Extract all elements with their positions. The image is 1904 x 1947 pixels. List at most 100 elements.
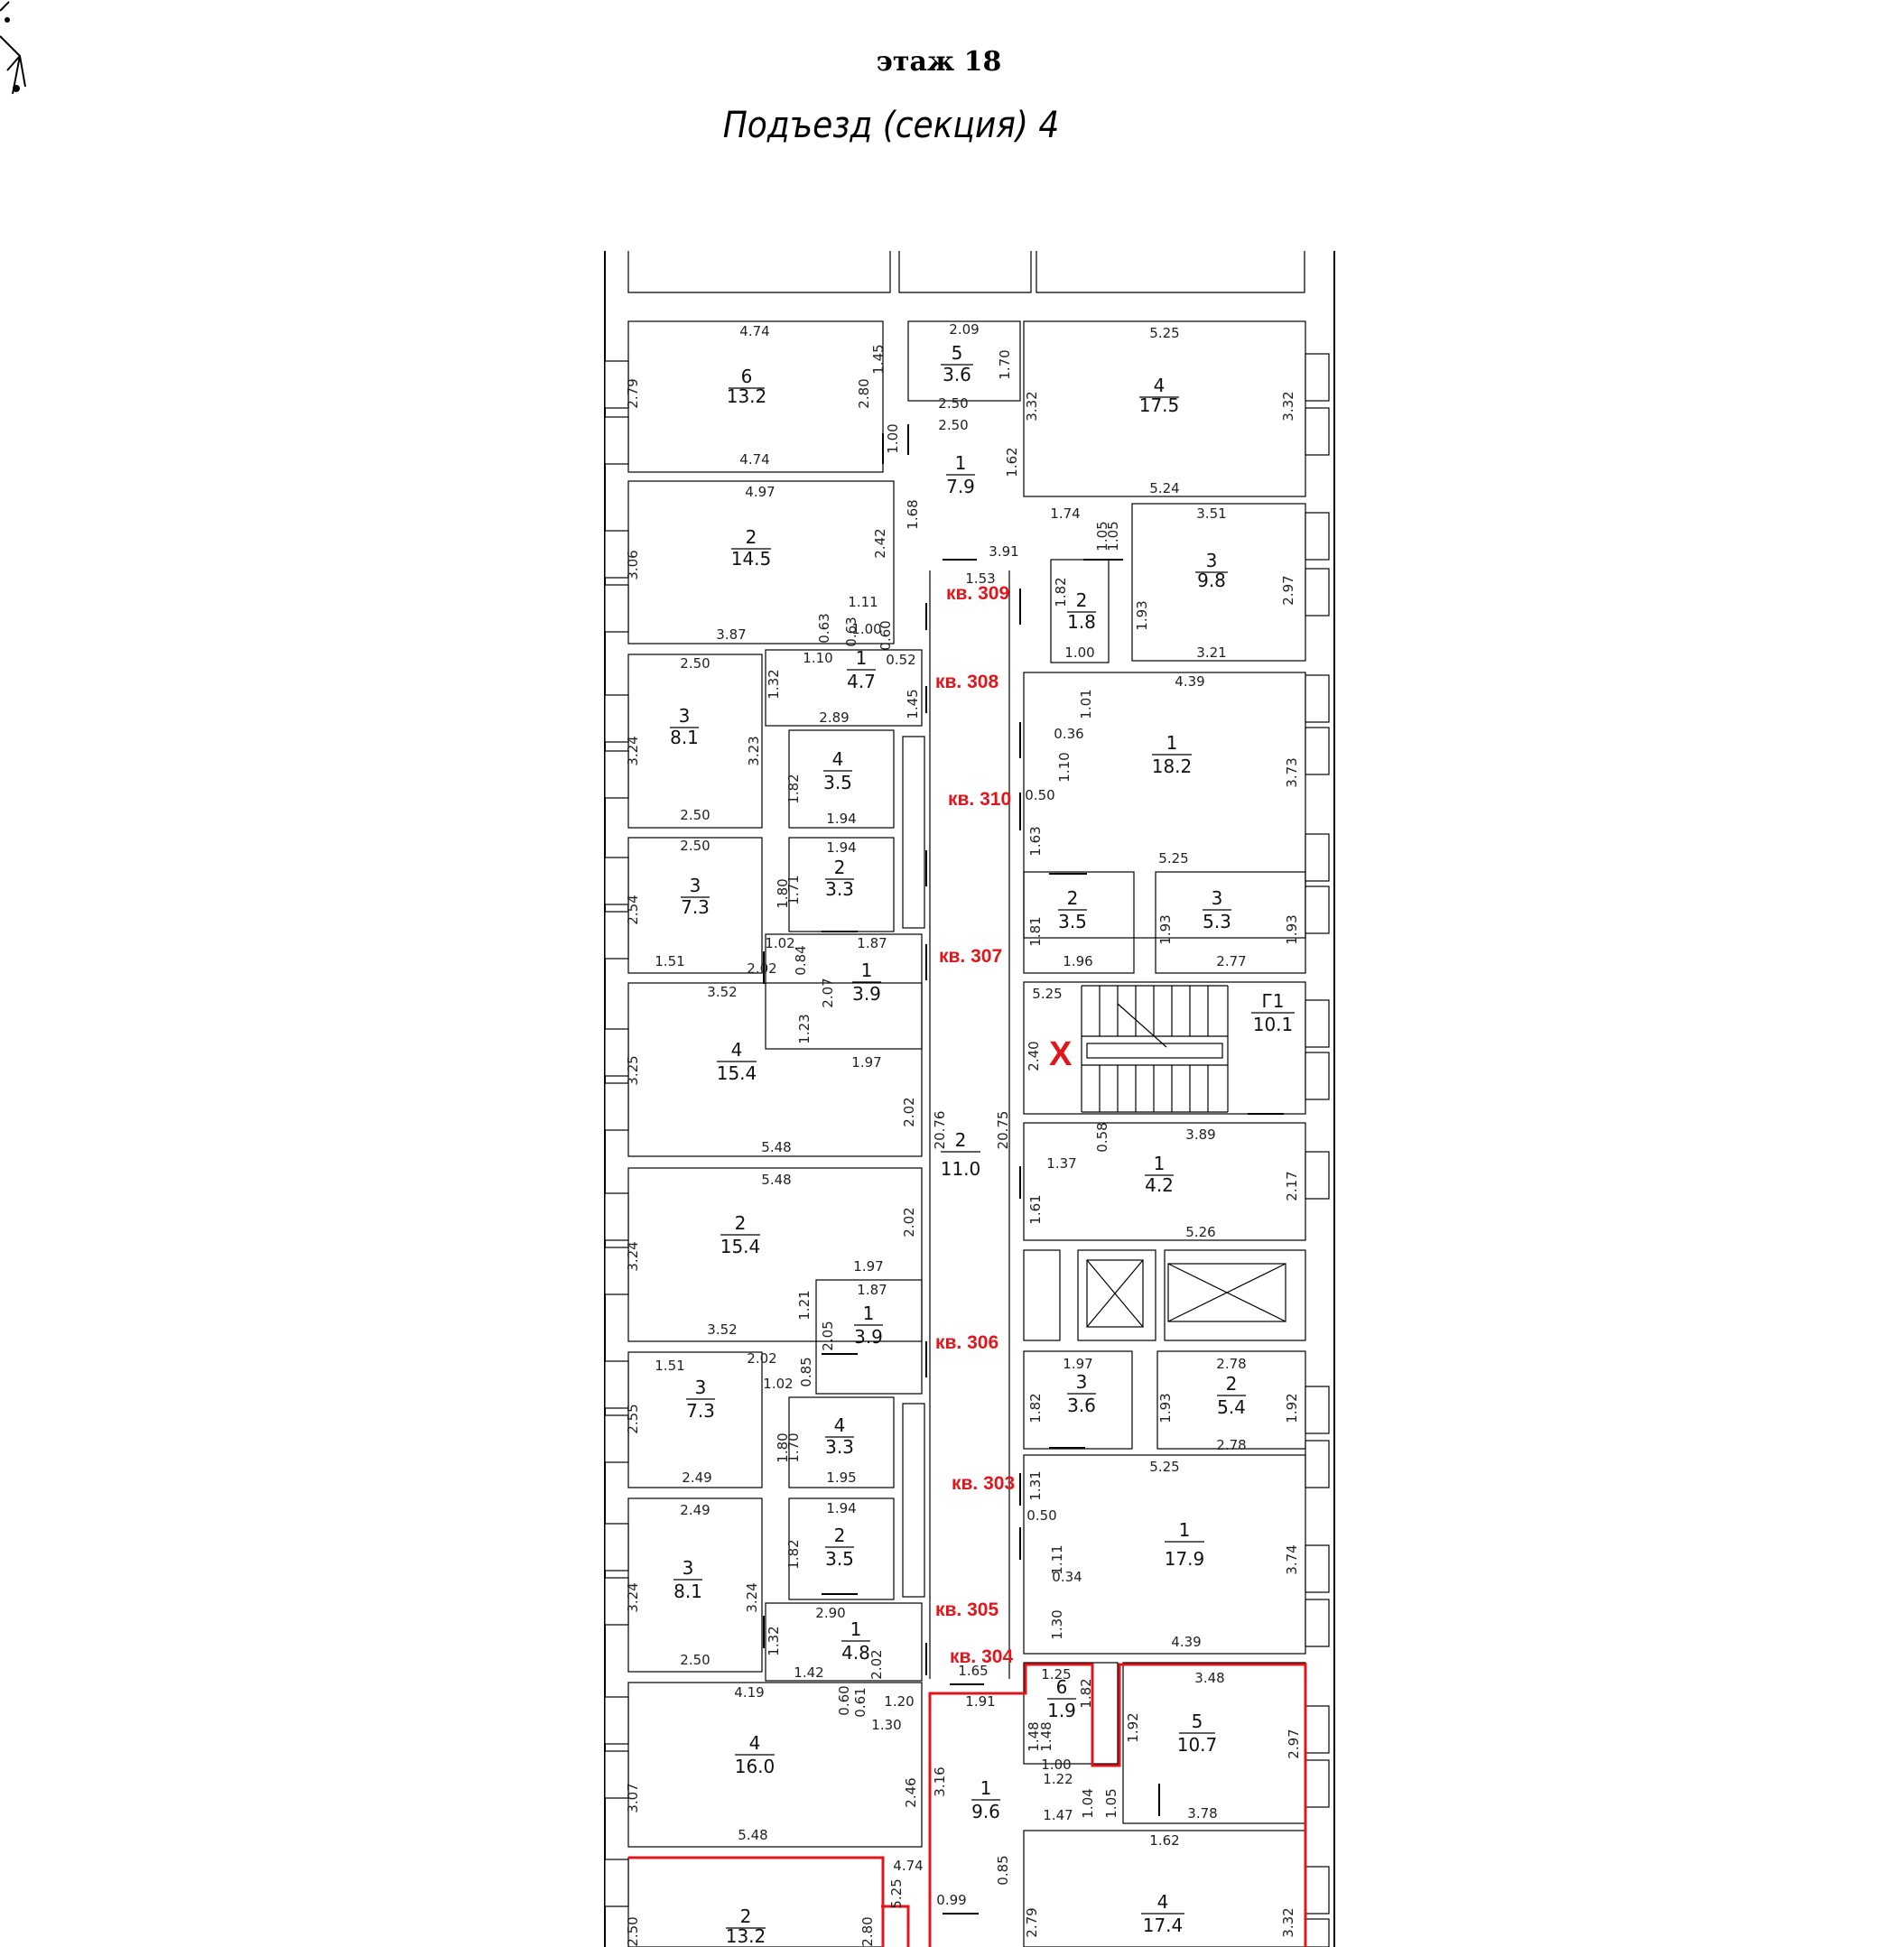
dimension-label: 20.75 bbox=[995, 1111, 1011, 1150]
svg-text:9.8: 9.8 bbox=[1197, 570, 1226, 591]
dimension-label: 1.80 bbox=[775, 878, 791, 908]
dimension-label: 2.49 bbox=[680, 1502, 710, 1518]
dimension-label: 1.87 bbox=[857, 935, 887, 951]
room-label: 43.3 bbox=[825, 1414, 854, 1458]
dimension-label: 2.02 bbox=[747, 960, 776, 977]
svg-text:3: 3 bbox=[679, 705, 691, 727]
dimension-label: 1.81 bbox=[1027, 916, 1044, 946]
dimension-label: 1.94 bbox=[826, 1500, 856, 1516]
dimension-label: 2.97 bbox=[1286, 1729, 1302, 1758]
dimension-label: 4.74 bbox=[893, 1858, 923, 1874]
dimension-label: 5.26 bbox=[1185, 1224, 1215, 1240]
svg-text:1: 1 bbox=[980, 1777, 992, 1799]
room-label: 13.9 bbox=[854, 1303, 883, 1348]
dimension-label: 1.31 bbox=[1027, 1470, 1044, 1500]
dimension-label: 0.85 bbox=[995, 1855, 1011, 1885]
dimension-label: 4.74 bbox=[739, 323, 769, 339]
svg-text:4: 4 bbox=[1157, 1891, 1169, 1913]
dimension-label: 3.07 bbox=[625, 1783, 641, 1813]
dimension-label: 5.25 bbox=[1149, 1459, 1179, 1475]
dimension-label: 1.11 bbox=[1049, 1544, 1065, 1574]
dimension-label: 1.05 bbox=[1103, 1788, 1119, 1818]
dimension-label: 1.74 bbox=[1050, 505, 1080, 522]
svg-text:3: 3 bbox=[683, 1557, 694, 1579]
svg-text:5.4: 5.4 bbox=[1217, 1396, 1246, 1418]
room-label: 214.5 bbox=[731, 526, 772, 570]
svg-text:1: 1 bbox=[1154, 1153, 1166, 1174]
dimension-label: 1.45 bbox=[870, 344, 887, 374]
svg-text:4: 4 bbox=[749, 1732, 761, 1754]
dimension-label: 20.76 bbox=[932, 1111, 948, 1150]
dimension-label: 0.63 bbox=[816, 613, 832, 643]
dimension-label: 1.82 bbox=[1027, 1393, 1044, 1423]
dimension-label: 1.10 bbox=[803, 650, 832, 666]
svg-text:3.9: 3.9 bbox=[854, 1326, 883, 1348]
dimension-label: 1.48 bbox=[1026, 1721, 1042, 1751]
dimension-label: 2.50 bbox=[680, 1652, 710, 1668]
dimension-label: 2.50 bbox=[938, 417, 968, 433]
dimension-label: 1.32 bbox=[766, 669, 782, 699]
dimension-label: 0.50 bbox=[1026, 1507, 1056, 1524]
dimension-label: 2.89 bbox=[819, 709, 849, 726]
dimension-label: 1.51 bbox=[655, 1358, 684, 1374]
svg-text:1.9: 1.9 bbox=[1047, 1700, 1076, 1721]
dimension-label: 1.97 bbox=[1063, 1356, 1092, 1372]
room-label: 33.6 bbox=[1067, 1371, 1096, 1416]
dimension-label: 1.92 bbox=[1125, 1712, 1141, 1742]
svg-text:4.2: 4.2 bbox=[1145, 1174, 1174, 1196]
svg-text:4.7: 4.7 bbox=[847, 671, 876, 692]
dimension-label: 1.05 bbox=[1105, 521, 1121, 551]
room-label: 215.4 bbox=[720, 1212, 761, 1257]
room-label: 14.2 bbox=[1145, 1153, 1174, 1196]
svg-text:17.4: 17.4 bbox=[1143, 1915, 1184, 1936]
dimension-label: 3.87 bbox=[716, 626, 746, 643]
svg-text:13.2: 13.2 bbox=[727, 385, 767, 407]
dimension-label: 1.95 bbox=[826, 1470, 856, 1486]
dimension-label: 4.74 bbox=[739, 451, 769, 468]
dimension-label: 2.78 bbox=[1216, 1356, 1246, 1372]
dimension-label: 3.52 bbox=[707, 1321, 737, 1338]
dimension-label: 5.48 bbox=[761, 1139, 791, 1155]
dimension-label: 5.48 bbox=[738, 1827, 767, 1843]
dimension-label: 1.70 bbox=[997, 349, 1013, 379]
svg-text:3: 3 bbox=[1076, 1371, 1088, 1393]
room-label: 38.1 bbox=[673, 1557, 702, 1602]
dimension-label: 1.01 bbox=[1078, 689, 1094, 719]
dimension-label: 3.24 bbox=[625, 1582, 641, 1612]
svg-text:15.4: 15.4 bbox=[720, 1236, 761, 1257]
dimension-label: 1.37 bbox=[1046, 1155, 1076, 1172]
dimension-label: 0.34 bbox=[1052, 1569, 1082, 1585]
svg-text:8.1: 8.1 bbox=[673, 1581, 702, 1602]
entrance-subtitle: Подъезд (секция) 4 bbox=[723, 105, 1060, 146]
room-label: 23.5 bbox=[1058, 887, 1087, 932]
room-label: 14.8 bbox=[841, 1618, 870, 1664]
dimension-label: 1.97 bbox=[853, 1258, 883, 1275]
dimension-label: 1.11 bbox=[848, 594, 878, 610]
dimension-label: 2.07 bbox=[820, 978, 836, 1007]
room-label: 23.3 bbox=[825, 857, 854, 900]
dimension-label: 1.71 bbox=[785, 875, 802, 904]
dimension-label: 2.50 bbox=[680, 807, 710, 823]
svg-text:4: 4 bbox=[1154, 375, 1166, 396]
svg-text:4: 4 bbox=[731, 1039, 743, 1061]
svg-text:2: 2 bbox=[740, 1905, 752, 1927]
svg-text:3: 3 bbox=[1212, 887, 1223, 909]
dimension-label: 1.82 bbox=[1053, 577, 1069, 607]
dimension-label: 1.68 bbox=[905, 499, 921, 529]
svg-text:6: 6 bbox=[1056, 1676, 1068, 1698]
room-label: 14.7 bbox=[847, 647, 876, 692]
dimension-label: 1.48 bbox=[1038, 1721, 1054, 1751]
svg-text:1: 1 bbox=[1179, 1519, 1191, 1541]
dimension-label: 0.58 bbox=[1094, 1122, 1110, 1152]
dimension-label: 4.39 bbox=[1171, 1634, 1201, 1650]
dimension-label: 5.25 bbox=[1158, 850, 1188, 867]
svg-text:7.3: 7.3 bbox=[681, 896, 710, 918]
room-label: 39.8 bbox=[1195, 550, 1228, 591]
apt-label-306: кв. 306 bbox=[935, 1332, 998, 1353]
room-label: 117.9 bbox=[1165, 1519, 1205, 1570]
dimension-label: 3.89 bbox=[1185, 1126, 1215, 1143]
dimension-label: 3.21 bbox=[1196, 644, 1226, 661]
dimension-label: 1.65 bbox=[958, 1663, 988, 1679]
stair-mark: X bbox=[1049, 1035, 1073, 1073]
dimension-label: 0.50 bbox=[1025, 787, 1054, 803]
